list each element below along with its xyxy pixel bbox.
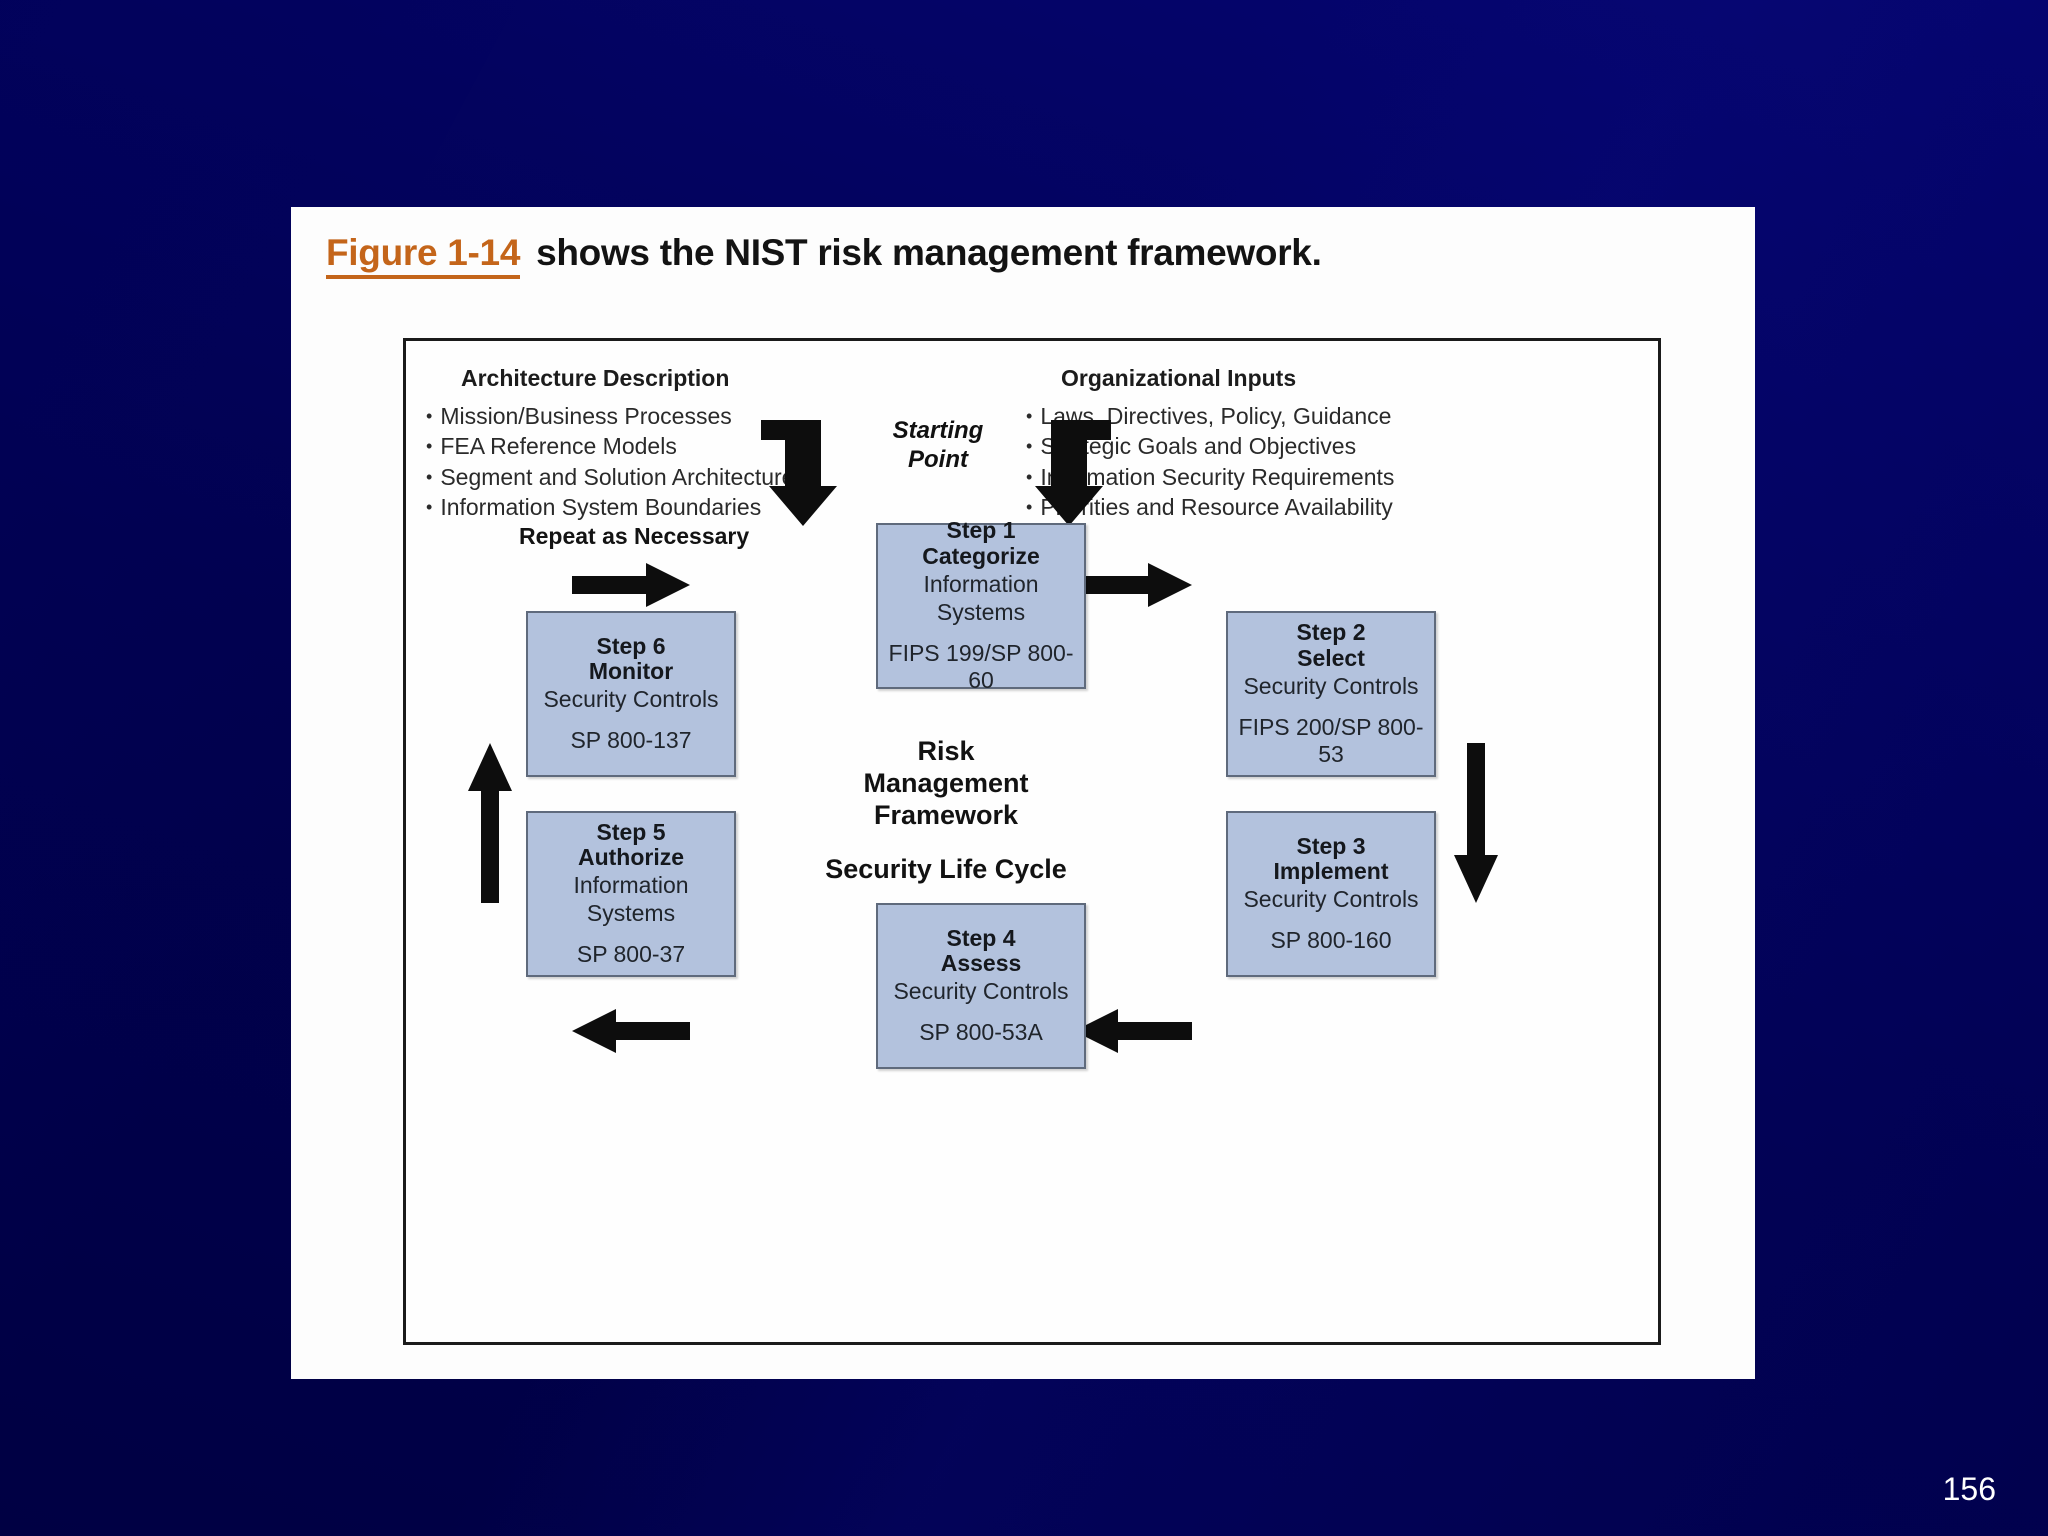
step3-reference: SP 800-160 bbox=[1270, 927, 1392, 954]
repeat-as-necessary-text: Repeat as Necessary bbox=[519, 523, 750, 549]
page-number: 156 bbox=[1942, 1471, 1996, 1507]
step6-object: Security Controls bbox=[543, 686, 719, 713]
nist-rmf-diagram: Architecture Description Mission/Busines… bbox=[403, 338, 1661, 1345]
arrow-left-input-to-step1 bbox=[761, 420, 837, 526]
step3-verb: Implement bbox=[1273, 858, 1389, 885]
step5-object: Information Systems bbox=[573, 872, 689, 927]
step1-verb: Categorize bbox=[922, 542, 1040, 569]
architecture-description-list: Mission/Business Processes FEA Reference… bbox=[426, 401, 896, 522]
step4-object: Security Controls bbox=[893, 978, 1069, 1005]
repeat-as-necessary-label: Repeat as Necessary bbox=[519, 523, 749, 550]
list-item: Mission/Business Processes bbox=[426, 401, 896, 431]
architecture-description-block: Architecture Description Mission/Busines… bbox=[426, 365, 896, 522]
step5-reference: SP 800-37 bbox=[576, 941, 686, 968]
step5-verb: Authorize bbox=[577, 844, 685, 871]
step2-object: Security Controls bbox=[1243, 672, 1419, 699]
step2-number: Step 2 bbox=[1296, 619, 1366, 646]
step3-object: Security Controls bbox=[1243, 886, 1419, 913]
starting-point-label: Starting Point bbox=[853, 417, 1023, 475]
page-title: Figure 1-14 shows the NIST risk manageme… bbox=[326, 232, 1322, 279]
step-box-step3[interactable]: Step 3 Implement Security Controls SP 80… bbox=[1226, 811, 1436, 977]
step3-number: Step 3 bbox=[1296, 832, 1366, 859]
arrow-up-left-side bbox=[468, 743, 512, 903]
step1-reference: FIPS 199/SP 800-60 bbox=[888, 639, 1074, 693]
architecture-description-title: Architecture Description bbox=[461, 365, 730, 391]
arrow-right-top-right bbox=[1074, 563, 1192, 607]
step6-reference: SP 800-137 bbox=[570, 727, 692, 754]
starting-point-line2: Point bbox=[908, 445, 968, 473]
page-title-rest: shows the NIST risk management framework… bbox=[526, 232, 1322, 273]
step4-verb: Assess bbox=[940, 950, 1022, 977]
step-box-step5[interactable]: Step 5 Authorize Information Systems SP … bbox=[526, 811, 736, 977]
center-line3: Framework bbox=[873, 799, 1019, 830]
step4-reference: SP 800-53A bbox=[919, 1019, 1043, 1046]
step5-number: Step 5 bbox=[596, 818, 666, 845]
list-item: Priorities and Resource Availability bbox=[1026, 492, 1496, 522]
organizational-inputs-title: Organizational Inputs bbox=[1061, 365, 1297, 391]
list-item: Information System Boundaries bbox=[426, 492, 896, 522]
step-box-step2[interactable]: Step 2 Select Security Controls FIPS 200… bbox=[1226, 611, 1436, 777]
arrow-left-bottom-left bbox=[572, 1009, 690, 1053]
starting-point-line1: Starting bbox=[892, 417, 984, 444]
step2-verb: Select bbox=[1297, 644, 1365, 671]
arrow-down-right-side bbox=[1454, 743, 1498, 903]
list-item: Information Security Requirements bbox=[1026, 462, 1496, 492]
step6-verb: Monitor bbox=[588, 658, 674, 685]
step1-object: Information Systems bbox=[923, 570, 1039, 625]
center-line2: Management bbox=[863, 767, 1029, 798]
center-subtitle: Security Life Cycle bbox=[825, 853, 1067, 884]
step-box-step1[interactable]: Step 1 Categorize Information Systems FI… bbox=[876, 517, 1086, 693]
slide-card: Figure 1-14 shows the NIST risk manageme… bbox=[291, 207, 1755, 1379]
arrow-right-input-to-step1 bbox=[1035, 420, 1111, 526]
step-box-step6[interactable]: Step 6 Monitor Security Controls SP 800-… bbox=[526, 611, 736, 777]
center-label: Risk Management Framework Security Life … bbox=[776, 736, 1116, 885]
arrow-left-bottom-right bbox=[1074, 1009, 1192, 1053]
step-box-step4[interactable]: Step 4 Assess Security Controls SP 800-5… bbox=[876, 903, 1086, 1069]
list-item: Segment and Solution Architectures bbox=[426, 462, 896, 492]
arrow-right-top-left bbox=[572, 563, 690, 607]
step4-number: Step 4 bbox=[946, 924, 1016, 951]
step1-number: Step 1 bbox=[946, 517, 1016, 544]
figure-reference-link[interactable]: Figure 1-14 bbox=[326, 232, 520, 279]
list-item: FEA Reference Models bbox=[426, 431, 896, 461]
step2-reference: FIPS 200/SP 800-53 bbox=[1238, 713, 1424, 767]
step6-number: Step 6 bbox=[596, 632, 666, 659]
center-line1: Risk bbox=[917, 736, 975, 766]
